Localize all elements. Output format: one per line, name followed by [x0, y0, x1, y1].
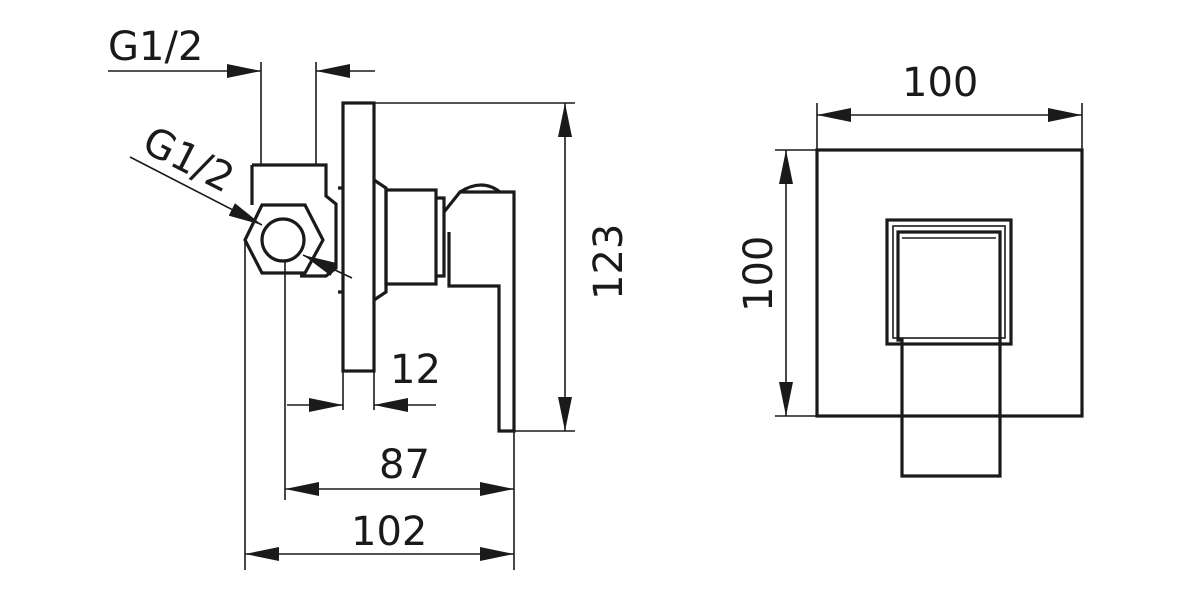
wall-plate-side	[341, 101, 376, 373]
front-width-label: 100	[902, 60, 978, 106]
valve-body-block	[252, 163, 338, 278]
dim-102-label: 102	[351, 509, 427, 555]
handle-recess-inner	[892, 225, 1006, 339]
lever-handle	[442, 190, 516, 433]
cartridge-body	[384, 188, 438, 286]
front-height-label: 100	[736, 236, 782, 312]
cartridge-neck	[436, 196, 446, 278]
wall-plate-front	[815, 148, 1084, 418]
dim-123-label: 123	[586, 224, 632, 300]
leader-g12-diagonal-tail	[302, 254, 353, 279]
side-view: G1/2 G1/2 123 12 87 102	[108, 24, 632, 570]
thread-side-label: G1/2	[135, 118, 241, 202]
dim-12-label: 12	[390, 347, 441, 393]
inlet-circle	[260, 217, 306, 263]
dim-87-label: 87	[379, 442, 430, 488]
hex-nut	[243, 203, 325, 275]
lever-handle-top	[459, 183, 501, 194]
leader-g12-diagonal	[129, 156, 263, 226]
plate-collar-inner	[338, 186, 343, 294]
plate-collar	[373, 178, 388, 302]
front-view: 100 100	[736, 60, 1084, 478]
thread-top-label: G1/2	[108, 24, 203, 70]
handle-recess-outer	[885, 218, 1013, 346]
lever-front	[896, 230, 1002, 478]
